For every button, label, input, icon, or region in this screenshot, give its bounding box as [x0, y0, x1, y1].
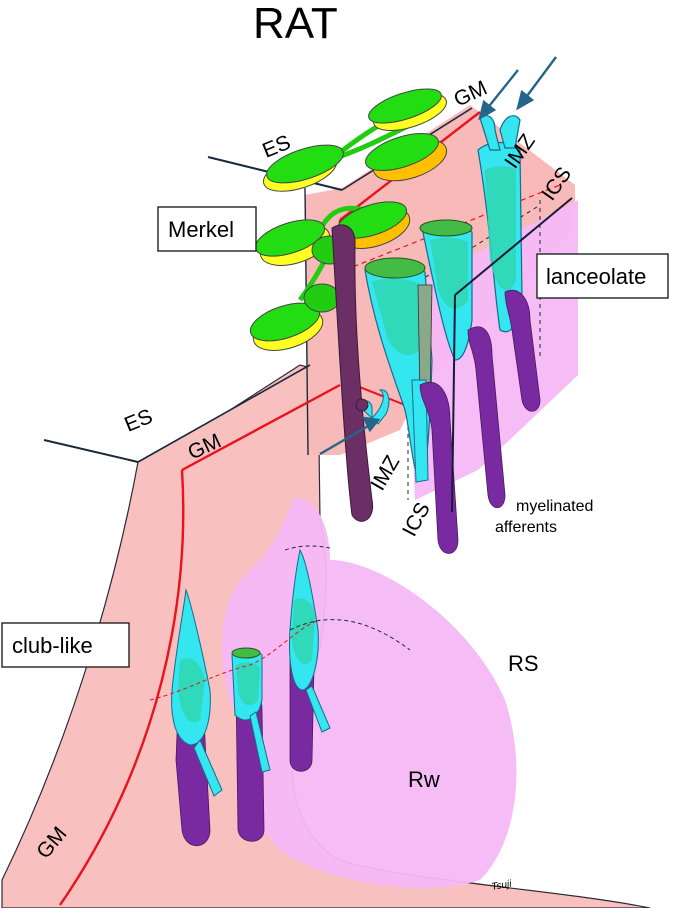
merkel-label-box — [157, 206, 257, 252]
arrow-top-1 — [478, 69, 519, 121]
lanceolate-follicle-2 — [419, 219, 473, 361]
ring-sinus-region — [221, 498, 517, 889]
ics-label-bottom: ICS — [398, 499, 435, 541]
imz-nerve-dot — [355, 398, 369, 412]
title: RAT — [253, 0, 338, 48]
club-like-label: club-like — [12, 633, 93, 658]
merkel-cluster — [249, 88, 448, 351]
lanceolate-label: lanceolate — [546, 264, 646, 289]
arrow-top-2 — [516, 56, 557, 111]
imz-label-bottom: IMZ — [366, 452, 404, 495]
club-like-follicle-1 — [171, 588, 223, 847]
club-like-label-box — [1, 622, 130, 668]
gm-line-bottom — [59, 469, 185, 906]
merkel-afferent — [331, 224, 374, 522]
merkel-label: Merkel — [168, 217, 234, 242]
dashed-dark-lower — [284, 545, 411, 651]
imz-stalk — [411, 379, 429, 483]
lanceolate-follicle-3 — [477, 115, 523, 333]
es-line-left-2 — [137, 364, 311, 463]
signature: Tsuji — [491, 878, 514, 892]
club-like-follicle-3 — [289, 548, 331, 772]
gm-line-left — [181, 383, 341, 472]
myelinated-afferents-upper — [419, 289, 541, 554]
dashed-red-lower — [149, 619, 321, 701]
es-line-left — [43, 439, 139, 463]
es-label-left: ES — [121, 405, 156, 437]
club-like-follicle-2 — [231, 647, 271, 842]
rs-label: RS — [508, 651, 539, 676]
myelinated-label-line2: afferents — [495, 519, 557, 536]
ics-line-2 — [451, 294, 456, 513]
imz-bulb — [357, 389, 390, 425]
ics-line — [454, 197, 573, 296]
rw-label: Rw — [408, 767, 440, 792]
dashed-red-line — [344, 184, 561, 271]
arrow-imz — [319, 416, 381, 456]
lanceolate-label-box — [536, 253, 669, 299]
myelinated-label-line1: myelinated — [516, 498, 593, 515]
